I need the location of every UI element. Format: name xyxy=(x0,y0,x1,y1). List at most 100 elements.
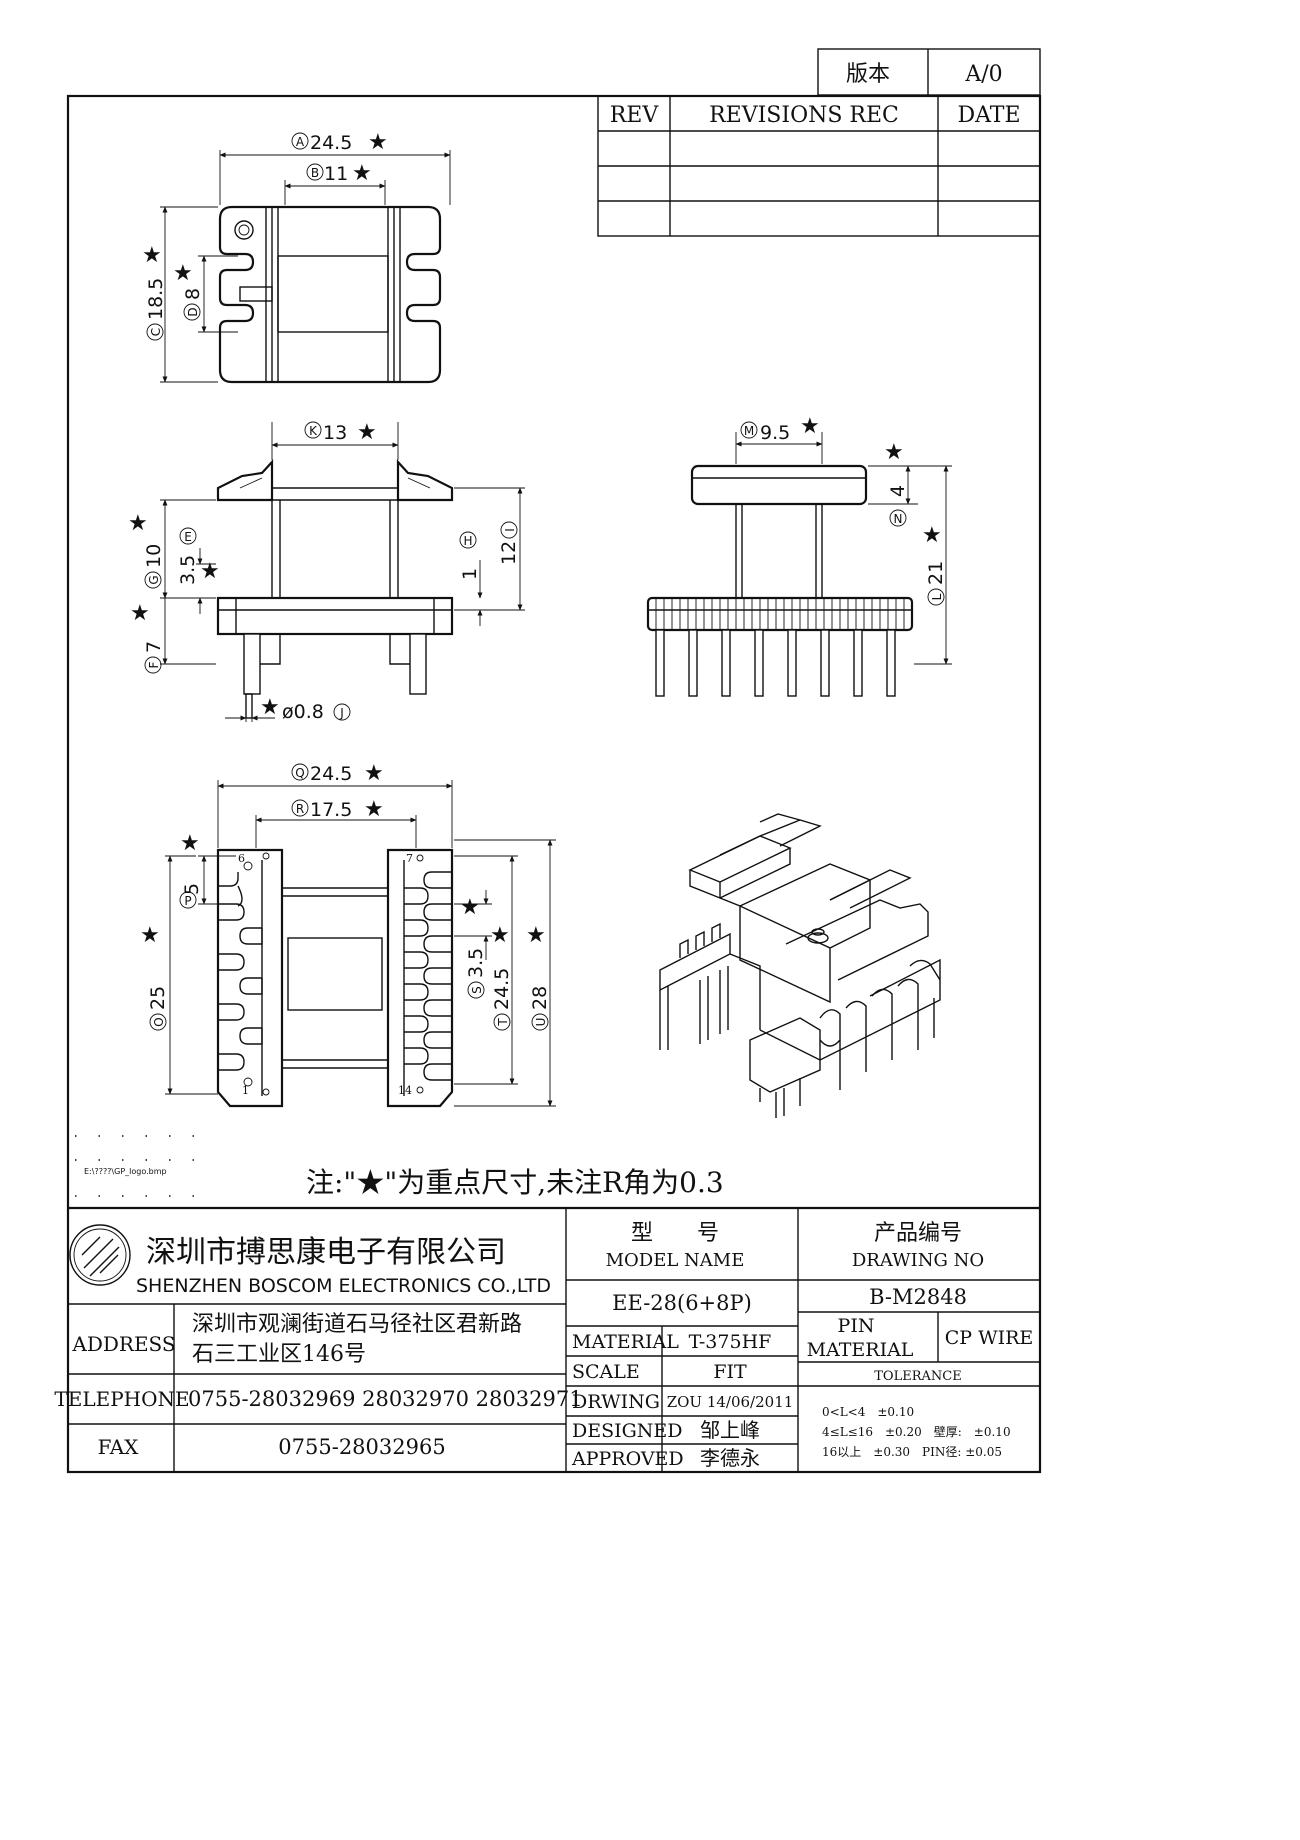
dim-Q: 24.5 xyxy=(310,763,352,785)
drawing-border xyxy=(66,94,1042,1474)
dim-H: 1 xyxy=(459,568,481,580)
address-line-2: 石三工业区146号 xyxy=(192,1342,366,1367)
fax-value: 0755-28032965 xyxy=(278,1435,445,1459)
key-star-D: ★ xyxy=(173,261,193,286)
dim-letter-F: F xyxy=(147,661,161,668)
company-name-en: SHENZHEN BOSCOM ELECTRONICS CO.,LTD xyxy=(136,1275,551,1297)
scale-value: FIT xyxy=(713,1361,747,1383)
dotted-guide xyxy=(75,1135,200,1197)
dim-M: 9.5 xyxy=(760,422,790,444)
dim-S: 3.5 xyxy=(465,948,487,978)
dim-letter-A: A xyxy=(296,135,305,149)
dim-R: 17.5 xyxy=(310,799,352,821)
designed-value: 邹上峰 xyxy=(700,1418,760,1442)
dim-T: 24.5 xyxy=(491,968,513,1010)
address-label: ADDRESS xyxy=(71,1332,175,1356)
dim-D: 8 xyxy=(182,288,204,300)
dim-I: 12 xyxy=(498,541,520,565)
company-name-cn: 深圳市搏思康电子有限公司 xyxy=(146,1235,506,1270)
dim-letter-R: R xyxy=(296,802,304,816)
dim-A: 24.5 xyxy=(310,132,352,154)
tolerance-line-2: 4≤L≤16 ±0.20 壁厚: ±0.10 xyxy=(822,1424,1011,1439)
version-value: A/0 xyxy=(964,62,1002,87)
dim-E: 3.5 xyxy=(177,555,199,585)
dim-F: 7 xyxy=(143,641,165,653)
fax-label: FAX xyxy=(98,1435,140,1459)
designed-label: DESIGNED xyxy=(572,1420,683,1442)
key-star-R: ★ xyxy=(364,797,384,822)
key-star-K: ★ xyxy=(357,420,377,445)
company-logo-icon xyxy=(69,1224,131,1286)
key-star-B: ★ xyxy=(352,161,372,186)
logo-path: E:\????\GP_logo.bmp xyxy=(84,1167,167,1176)
dim-letter-P: P xyxy=(184,894,191,908)
dim-N: 4 xyxy=(887,485,909,497)
model-value: EE-28(6+8P) xyxy=(612,1291,752,1315)
dim-K: 13 xyxy=(323,422,347,444)
telephone-value: 0755-28032969 28032970 28032971 xyxy=(188,1387,583,1411)
pin-label-7: 7 xyxy=(406,852,413,865)
dim-letter-D: D xyxy=(186,307,200,316)
key-star-N: ★ xyxy=(884,440,904,465)
side-view-pins xyxy=(655,629,896,697)
pin-label-14: 14 xyxy=(398,1084,412,1097)
approved-value: 李德永 xyxy=(700,1446,760,1470)
drawing-by-value: ZOU 14/06/2011 xyxy=(667,1393,794,1411)
pin-material-label-1: PIN xyxy=(838,1315,875,1337)
dim-letter-T: T xyxy=(496,1018,510,1027)
left-pin-slots xyxy=(218,852,270,1096)
tolerance-line-3: 16以上 ±0.30 PIN径: ±0.05 xyxy=(822,1445,1002,1459)
drawing-no-label-en: DRAWING NO xyxy=(852,1250,984,1271)
key-star-T: ★ xyxy=(490,923,510,948)
scale-label: SCALE xyxy=(572,1361,640,1383)
tolerance-label: TOLERANCE xyxy=(874,1369,961,1384)
dim-G: 10 xyxy=(143,544,165,568)
dim-J: ø0.8 xyxy=(282,701,324,723)
key-star-M: ★ xyxy=(800,414,820,439)
front-view: K 13 ★ G 10 ★ 3.5 E ★ F 7 ★ xyxy=(128,420,525,723)
dim-U: 28 xyxy=(529,986,551,1010)
revisions-header: REVISIONS REC xyxy=(709,103,899,128)
pin-label-6: 6 xyxy=(238,852,245,865)
dim-letter-G: G xyxy=(147,575,161,584)
dim-letter-E: E xyxy=(184,530,192,544)
key-star-O: ★ xyxy=(140,923,160,948)
dim-letter-H: H xyxy=(463,534,472,548)
title-block: 深圳市搏思康电子有限公司 SHENZHEN BOSCOM ELECTRONICS… xyxy=(54,1206,1040,1472)
pin-material-label-2: MATERIAL xyxy=(807,1339,914,1361)
telephone-label: TELEPHONE xyxy=(54,1387,189,1411)
version-box: 版本 A/0 xyxy=(817,48,1041,96)
key-star-A: ★ xyxy=(368,130,388,155)
dim-C: 18.5 xyxy=(145,278,167,320)
dim-letter-O: O xyxy=(152,1017,166,1026)
bottom-view: 6 7 1 14 Q 24.5 ★ R 17.5 ★ 5 P ★ xyxy=(140,761,556,1108)
top-view: A 24.5 ★ B 11 ★ C 18.5 ★ D 8 ★ xyxy=(142,130,451,384)
date-header: DATE xyxy=(957,103,1020,128)
pin-label-1: 1 xyxy=(242,1084,249,1097)
material-label: MATERIAL xyxy=(572,1331,679,1353)
revision-table: REV REVISIONS REC DATE xyxy=(597,95,1041,237)
key-star-U: ★ xyxy=(526,923,546,948)
right-pin-slots xyxy=(403,854,452,1096)
pin-material-value: CP WIRE xyxy=(945,1327,1034,1349)
side-view: M 9.5 ★ 4 N ★ L 21 ★ xyxy=(646,414,952,697)
key-star-C: ★ xyxy=(142,243,162,268)
drawing-note: 注:"★"为重点尺寸,未注R角为0.3 xyxy=(306,1166,724,1199)
model-label-cn: 型 号 xyxy=(631,1221,719,1246)
isometric-view xyxy=(659,813,941,1118)
dim-letter-C: C xyxy=(149,328,163,336)
dim-letter-J: J xyxy=(339,706,344,720)
drawing-no-label-cn: 产品编号 xyxy=(874,1221,962,1246)
model-label-en: MODEL NAME xyxy=(606,1250,745,1271)
drawing-by-label: DRWING xyxy=(572,1391,660,1413)
dim-letter-N: N xyxy=(894,512,903,526)
key-star-E: ★ xyxy=(200,559,220,584)
side-view-fins xyxy=(655,598,905,630)
rev-header: REV xyxy=(610,103,660,128)
key-star-J: ★ xyxy=(260,695,280,720)
dim-letter-S: S xyxy=(470,986,484,994)
key-star-G: ★ xyxy=(128,511,148,536)
address-line-1: 深圳市观澜街道石马径社区君新路 xyxy=(192,1312,522,1337)
dim-letter-B: B xyxy=(311,166,319,180)
dim-L: 21 xyxy=(925,561,947,585)
